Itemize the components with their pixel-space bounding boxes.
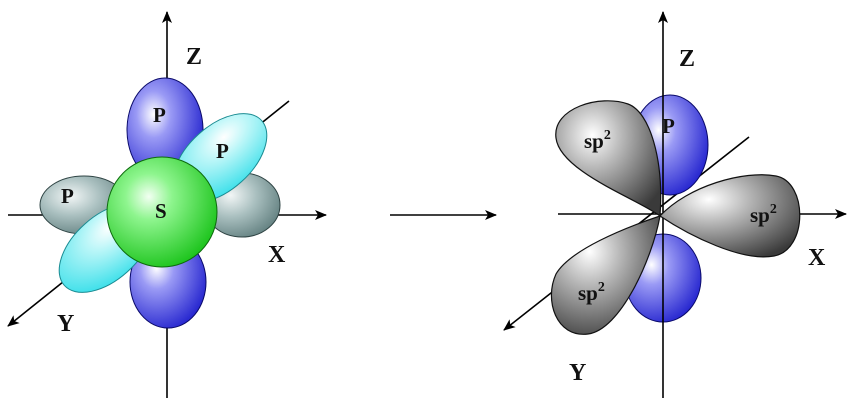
right-orbital-diagram: Z X Y P sp2 sp2 sp2 [503,11,847,398]
left-px-label: P [61,184,74,208]
left-y-label: Y [57,311,74,337]
right-pz-label: P [662,114,675,138]
right-sp2-lobe-lower [550,215,661,335]
right-sp2-right-label: sp2 [750,202,777,227]
right-y-label: Y [569,360,586,386]
right-sp2-lower-label: sp2 [578,280,605,305]
right-z-label: Z [679,46,695,72]
left-orbital-diagram: Z X Y P P P S [7,11,327,398]
left-pz-label: P [153,103,166,127]
right-x-label: X [808,245,826,271]
right-sp2-lobe-right [659,174,801,258]
left-s-label: S [155,199,167,223]
right-sp2-upper-label: sp2 [584,128,611,153]
left-s-orbital [106,156,218,268]
right-sp2-lobe-upper [555,100,662,218]
left-z-label: Z [186,44,202,70]
left-py-label: P [216,139,229,163]
left-x-label: X [268,242,286,268]
